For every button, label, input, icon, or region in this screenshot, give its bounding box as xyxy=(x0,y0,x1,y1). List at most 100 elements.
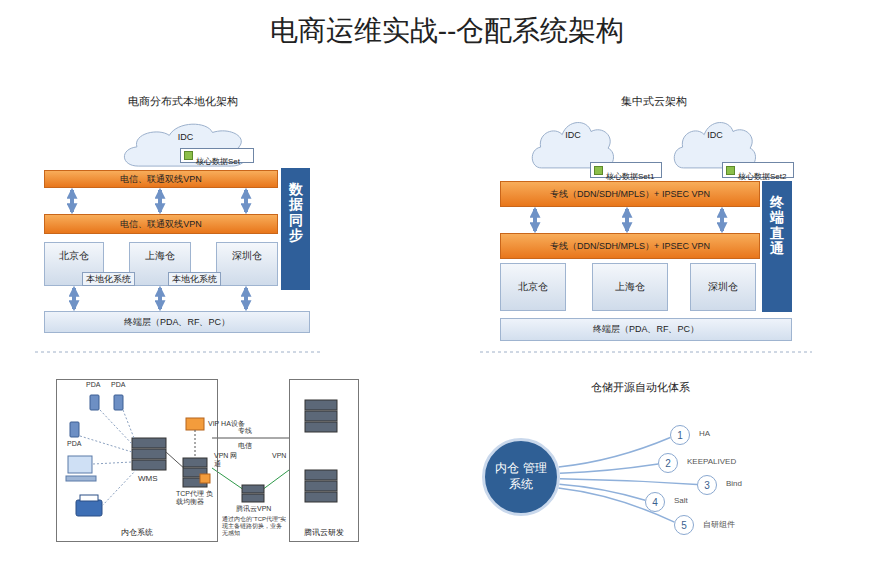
node-text: 核心数据Set2 xyxy=(738,159,786,182)
node-text: 终端层（PDA、RF、PC） xyxy=(593,323,699,336)
drawing-part xyxy=(66,395,337,516)
system-frame: 内仓系统 xyxy=(56,379,218,542)
drawing-part xyxy=(200,474,210,483)
drawing-part xyxy=(305,470,337,480)
illustration-label: PDA xyxy=(86,381,100,388)
drawing-part xyxy=(186,418,204,430)
drawing-part xyxy=(102,470,136,506)
vpn-band: 电信、联通双线VPN xyxy=(44,214,278,234)
illustration-label: WMS xyxy=(138,474,158,483)
local-system-box: 本地化系统 xyxy=(82,272,135,286)
node-text: 专线（DDN/SDH/MPLS）+ IPSEC VPN xyxy=(550,188,710,201)
illustration-label: 电信 xyxy=(238,441,252,451)
drawing-part xyxy=(90,395,99,410)
system-frame: 腾讯云研发 xyxy=(289,379,359,542)
callout-label: Bind xyxy=(726,479,742,488)
cloud-shape: IDC核心数据Set1 xyxy=(528,118,618,170)
node-text: 数据同步 xyxy=(289,182,303,290)
system-circle: 内仓 管理系统 xyxy=(482,438,560,516)
vertical-bar: 数据同步 xyxy=(281,168,310,290)
double-arrow xyxy=(244,190,248,212)
data-set-box: 核心数据Set xyxy=(180,148,254,163)
node-text: 3 xyxy=(704,480,710,491)
drawing-part xyxy=(305,411,337,421)
vertical-bar: 终端直通 xyxy=(762,181,792,312)
node-text: 腾讯云研发 xyxy=(290,527,358,538)
callout-number: 4Salt xyxy=(645,492,665,512)
drawing-part xyxy=(80,495,98,501)
node-text: 专线（DDN/SDH/MPLS）+ IPSEC VPN xyxy=(550,240,710,253)
connector-line xyxy=(558,488,674,522)
drawing-part xyxy=(305,492,337,502)
cloud-shape: IDC核心数据Set xyxy=(118,120,253,168)
drawing-part xyxy=(114,395,123,410)
node-text: IDC xyxy=(528,118,618,140)
callout-number: 3Bind xyxy=(697,475,717,495)
drawing-part xyxy=(183,458,207,467)
drawing-part xyxy=(76,500,102,516)
drawing-part xyxy=(212,468,244,490)
node-text: 本地化系统 xyxy=(172,273,217,286)
node-text: 电信、联通双线VPN xyxy=(120,218,202,231)
node-text: 2 xyxy=(665,458,671,469)
illustration-label: VPN xyxy=(272,452,286,459)
drawing-part xyxy=(262,470,289,490)
cube-icon xyxy=(184,151,193,160)
drawing-part xyxy=(242,485,264,502)
title: 电商运维实战--仓配系统架构 xyxy=(270,12,625,50)
section-heading: 集中式云架构 xyxy=(621,94,687,109)
callout-number: 5自研组件 xyxy=(674,515,694,535)
node-text: 终端层（PDA、RF、PC） xyxy=(124,316,230,329)
double-arrow xyxy=(70,190,74,212)
callout-label: KEEPALIVED xyxy=(687,457,736,466)
node-text: 北京仓 xyxy=(59,250,89,261)
warehouse-box: 上海仓 xyxy=(592,263,668,311)
node-text: 深圳仓 xyxy=(708,280,738,294)
drawing-part xyxy=(35,352,812,353)
illustration-label: VPN 网通 xyxy=(214,452,240,469)
warehouse-box: 北京仓 xyxy=(500,263,566,311)
drawing-part xyxy=(66,476,96,481)
drawing-part xyxy=(124,124,246,166)
node-text: 5 xyxy=(681,520,687,531)
double-arrow xyxy=(533,209,537,231)
drawing-part xyxy=(132,460,166,470)
double-arrow xyxy=(244,288,248,309)
drawing-part xyxy=(242,485,264,493)
node-text: 北京仓 xyxy=(518,280,548,294)
drawing-part xyxy=(132,449,166,459)
node-text: 1 xyxy=(677,430,683,441)
node-text: 深圳仓 xyxy=(232,250,262,261)
drawing-part xyxy=(242,494,264,502)
section-heading: 电商分布式本地化架构 xyxy=(128,94,238,109)
drawing-part xyxy=(68,456,92,473)
callout-label: 自研组件 xyxy=(703,519,735,530)
drawing-part xyxy=(123,410,134,438)
drawing-part xyxy=(100,410,132,444)
terminal-band: 终端层（PDA、RF、PC） xyxy=(500,318,792,341)
vpn-band: 电信、联通双线VPN xyxy=(44,170,278,188)
callout-label: Salt xyxy=(674,496,688,505)
drawing-part xyxy=(305,422,337,432)
double-arrow xyxy=(158,288,162,309)
double-arrow xyxy=(72,288,76,309)
double-arrow xyxy=(720,209,724,231)
node-text: 上海仓 xyxy=(145,250,175,261)
node-text: IDC xyxy=(670,118,760,140)
node-text: 核心数据Set xyxy=(196,144,240,167)
node-text: IDC xyxy=(118,120,253,142)
connector-line xyxy=(559,438,671,467)
node-text: 内仓 管理系统 xyxy=(493,461,549,492)
node-text: 核心数据Set1 xyxy=(606,159,654,182)
illustration-label: PDA xyxy=(67,440,81,447)
drawing-part xyxy=(305,400,337,502)
warehouse-box: 深圳仓 xyxy=(690,263,756,311)
cloud-shape: IDC核心数据Set2 xyxy=(670,118,760,170)
illustration-label: TCP代理 负载均衡器 xyxy=(176,490,218,507)
connector-line xyxy=(559,484,645,500)
node-text: 内仓系统 xyxy=(57,527,217,538)
node-text: 上海仓 xyxy=(615,280,645,294)
section-heading: 仓储开源自动化体系 xyxy=(591,380,690,395)
drawing-part xyxy=(35,352,320,353)
